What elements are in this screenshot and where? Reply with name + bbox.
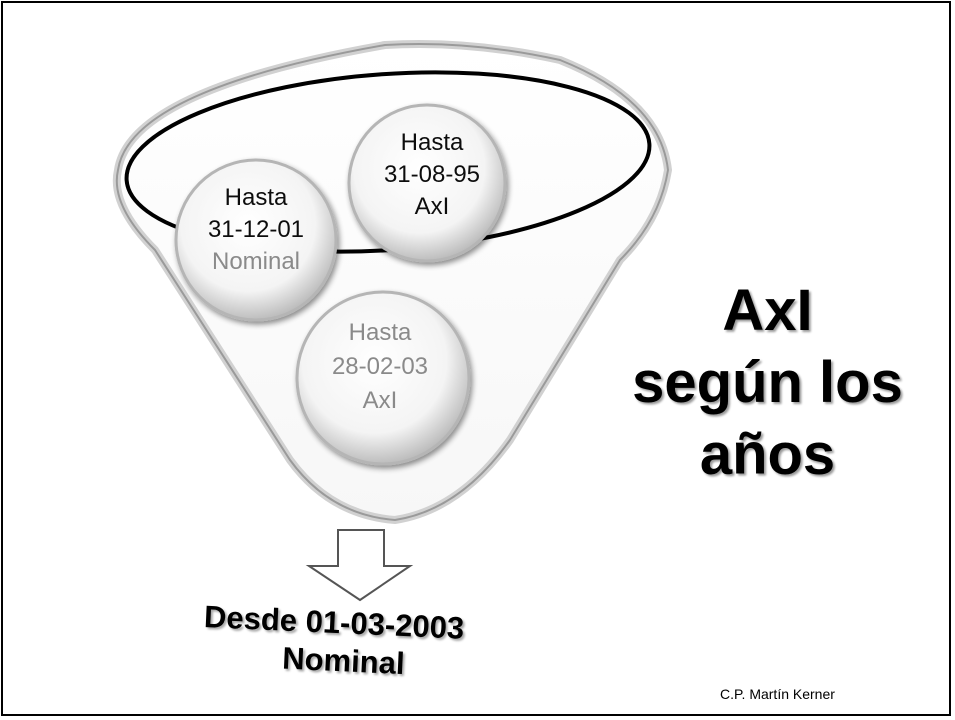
stage-3-line3: AxI — [363, 387, 398, 414]
stage-circle-2: Hasta 31-12-01 Nominal — [174, 158, 338, 322]
down-arrow-icon — [305, 529, 414, 602]
stage-circle-1: Hasta 31-08-95 AxI — [347, 103, 507, 263]
stage-3-line1: Hasta — [349, 319, 412, 346]
slide-title-line2: según los — [632, 350, 903, 415]
slide-title-line1: AxI — [722, 278, 813, 343]
stage-2-line3: Nominal — [212, 248, 300, 275]
author-credit: C.P. Martín Kerner — [720, 686, 835, 702]
slide-title-line3: años — [699, 422, 836, 487]
stage-2-line2: 31-12-01 — [208, 216, 304, 243]
stage-3-line2: 28-02-03 — [332, 353, 428, 380]
stage-1-line3: AxI — [415, 193, 450, 220]
stage-2-line1: Hasta — [225, 184, 288, 211]
stage-1-line2: 31-08-95 — [384, 161, 480, 188]
funnel-result: Desde 01-03-2003 Nominal — [202, 598, 535, 689]
stage-circle-3: Hasta 28-02-03 AxI — [295, 290, 471, 466]
slide-title: AxI según los años — [610, 275, 925, 491]
stage-1-line1: Hasta — [401, 129, 464, 156]
